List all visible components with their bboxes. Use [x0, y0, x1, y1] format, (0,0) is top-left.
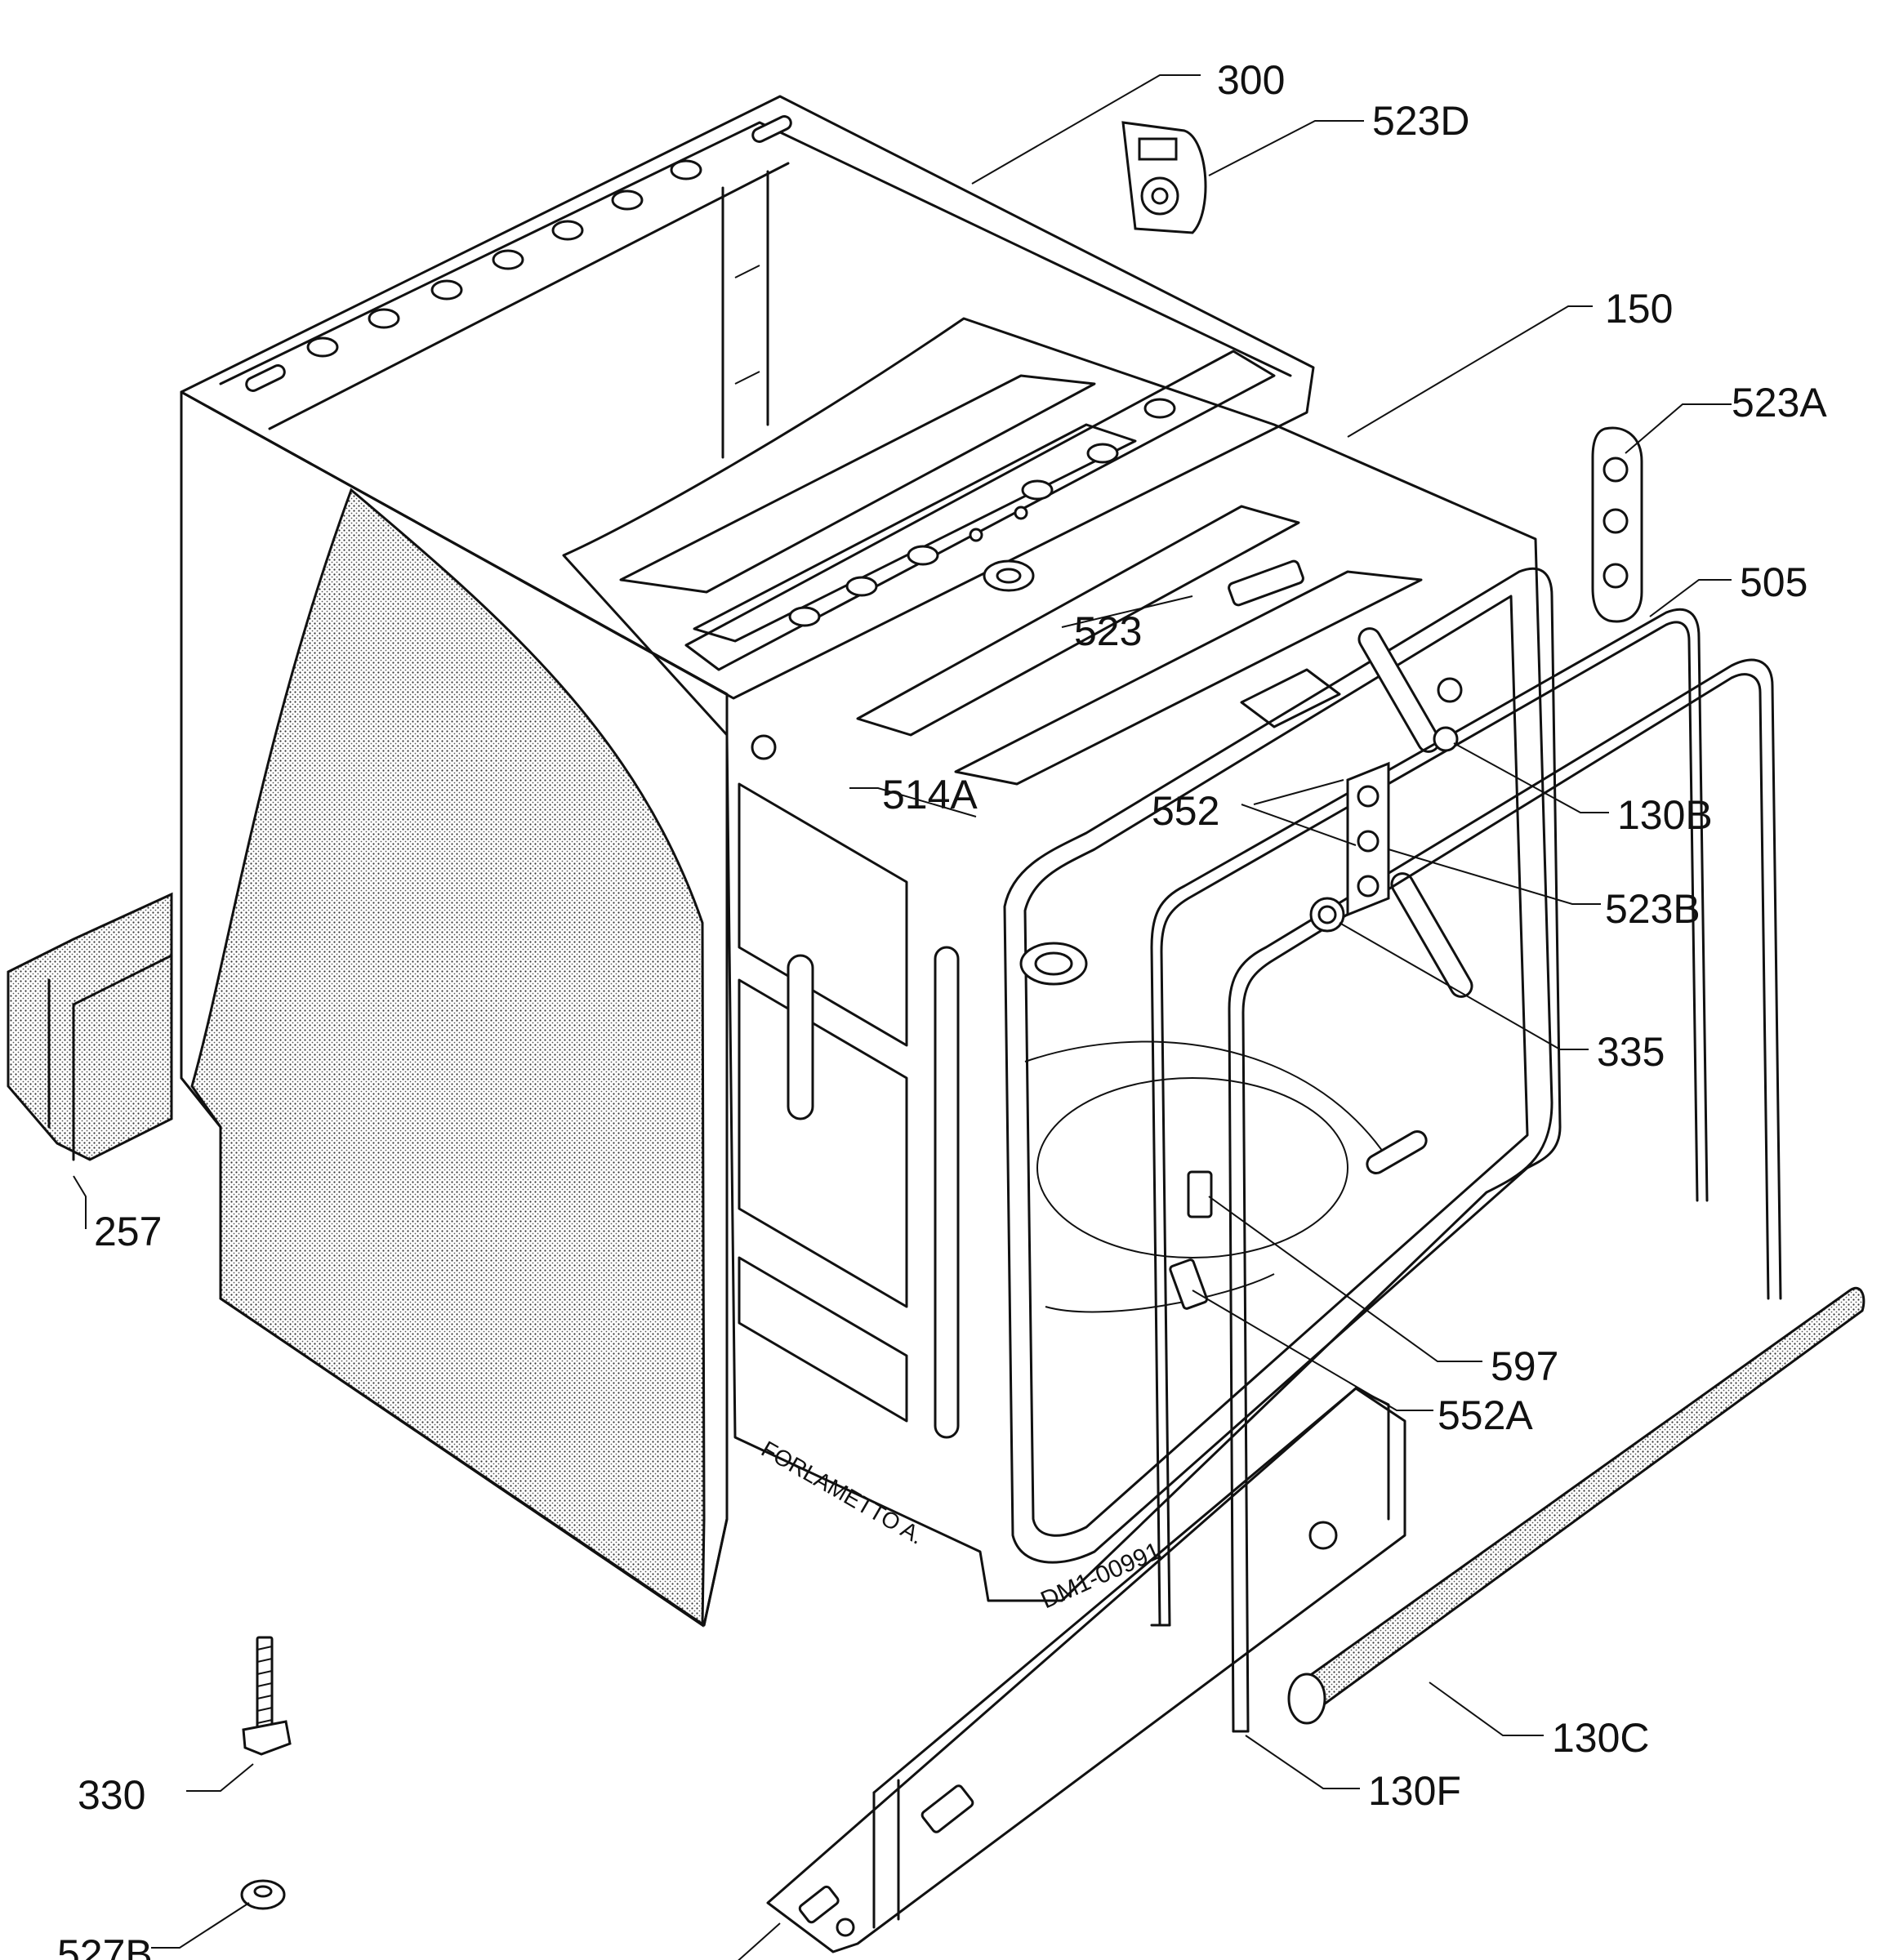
label-523a: 523A: [1732, 380, 1827, 425]
label-150: 150: [1605, 286, 1673, 332]
part-523a-plate: [1591, 426, 1643, 623]
label-597: 597: [1491, 1343, 1558, 1389]
label-335: 335: [1597, 1029, 1665, 1075]
label-300: 300: [1217, 57, 1285, 103]
cabinet-shell: [180, 95, 1315, 1628]
leader-lines: [73, 74, 1732, 1960]
part-130c-strip: [1287, 1287, 1865, 1725]
door-seals: [1150, 608, 1782, 1733]
crossbar-holes: [788, 398, 1176, 627]
part-labels: 300 523D 150 523A 505 523 514A 552 130B …: [57, 57, 1827, 1960]
label-527b: 527B: [57, 1931, 153, 1960]
label-514a: 514A: [882, 772, 978, 817]
part-527b-nut: [240, 1879, 286, 1910]
label-552: 552: [1152, 788, 1219, 834]
top-rail-holes: [245, 115, 792, 392]
part-523d-bracket: [1121, 121, 1207, 234]
handwritten-notes: FORLAMETTO A. DM1-00991: [757, 1436, 1165, 1614]
inner-tub: [562, 317, 1562, 1602]
part-330-bolt: [242, 1636, 292, 1756]
side-components: [1309, 677, 1463, 933]
part-257-block: [7, 892, 173, 1161]
label-330: 330: [78, 1772, 145, 1818]
label-523: 523: [1074, 608, 1142, 654]
maker-handwriting: FORLAMETTO A.: [757, 1436, 928, 1549]
small-clips: [1169, 1170, 1213, 1310]
label-523b: 523B: [1605, 886, 1701, 932]
label-130f: 130F: [1368, 1768, 1461, 1814]
part-322-base-rail: [766, 1387, 1406, 1953]
label-552a: 552A: [1438, 1392, 1533, 1438]
label-130b: 130B: [1617, 792, 1713, 838]
label-130c: 130C: [1552, 1715, 1650, 1761]
label-257: 257: [94, 1209, 162, 1254]
label-322: 322: [580, 1956, 648, 1960]
label-505: 505: [1740, 559, 1808, 605]
label-523d: 523D: [1372, 98, 1470, 144]
